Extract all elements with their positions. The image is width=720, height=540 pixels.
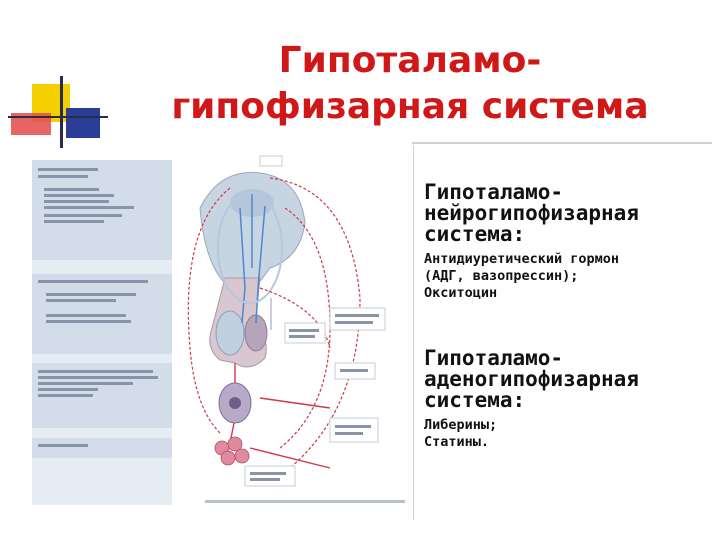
item-text: Окситоцин (424, 285, 498, 301)
panel-text-lines (38, 168, 158, 447)
heading-line: аденогипофизарная (424, 367, 639, 391)
heading-line: Гипоталамо- (424, 180, 564, 204)
title-line-1: Гипоталамо- (278, 40, 542, 81)
section-heading: Гипоталамо- нейрогипофизарная система: (424, 182, 720, 245)
feedback-arrows (187, 177, 361, 469)
hypothalamus-pituitary-diagram (32, 155, 405, 505)
heading-line: система: (424, 222, 526, 246)
section-adenohypophyseal: Гипоталамо- аденогипофизарная система: Л… (424, 348, 720, 451)
heading-line: Гипоталамо- (424, 346, 564, 370)
section-heading: Гипоталамо- аденогипофизарная система: (424, 348, 720, 411)
section-items: Антидиуретический гормон (АДГ, вазопресс… (424, 251, 720, 302)
heading-line: нейрогипофизарная (424, 201, 639, 225)
item-text: (АДГ, вазопрессин); (424, 268, 579, 284)
diagram-label-boxes (244, 155, 386, 487)
cell-nucleus (229, 397, 241, 409)
item-text: Антидиуретический гормон (424, 251, 620, 267)
vessel-ellipse (217, 192, 283, 304)
deco-vertical-line (60, 76, 63, 148)
section-items: Либерины; Статины. (424, 417, 720, 451)
divider-vertical (413, 145, 414, 520)
deco-blue-square (66, 108, 100, 138)
deco-horizontal-line (8, 116, 108, 118)
panel-block-target (32, 438, 172, 458)
diagram-footnote-line (205, 500, 405, 503)
deco-red-square (11, 113, 51, 135)
neuron-lines (239, 193, 266, 324)
divider-horizontal (412, 142, 712, 144)
section-neurohypophyseal: Гипоталамо- нейрогипофизарная система: А… (424, 182, 720, 302)
page-title: Гипоталамо- гипофизарная система (110, 38, 710, 130)
item-text: Статины. (424, 434, 490, 450)
item-text: Либерины; (424, 417, 498, 433)
adenohypophysis-shape (215, 310, 245, 356)
title-line-2: гипофизарная система (171, 86, 649, 127)
target-cells (214, 436, 250, 466)
heading-line: система: (424, 388, 526, 412)
